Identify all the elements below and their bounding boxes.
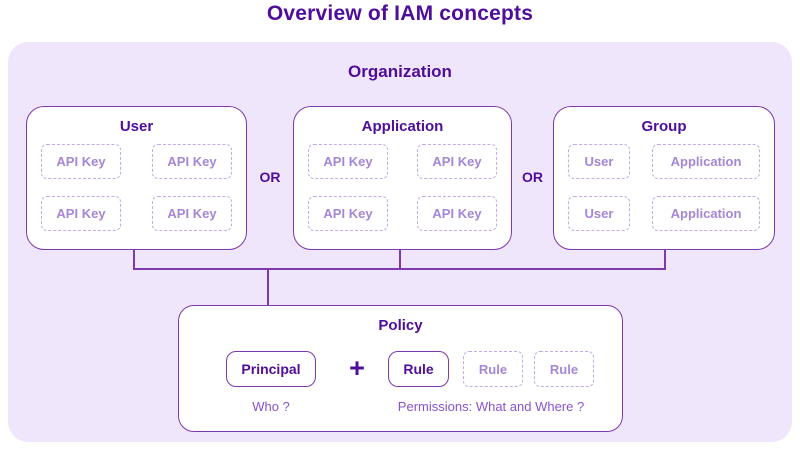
group-user-chip: User [568, 144, 630, 179]
principal-chip: Principal [226, 351, 316, 387]
connector-horizontal-bus [133, 268, 666, 270]
group-application-chip: Application [652, 144, 760, 179]
connector-application-drop [399, 249, 401, 269]
group-application-chip: Application [652, 196, 760, 231]
group-chip-row: User Application [568, 144, 760, 179]
api-key-chip: API Key [417, 144, 497, 179]
application-chip-row: API Key API Key [308, 196, 497, 231]
api-key-chip: API Key [41, 196, 121, 231]
application-box: Application API Key API Key API Key API … [293, 106, 512, 250]
organization-label: Organization [348, 62, 452, 81]
policy-box: Policy Principal + Rule Rule Rule Who ? … [178, 305, 623, 432]
user-box-title: User [119, 118, 154, 135]
page-title: Overview of IAM concepts [266, 2, 534, 25]
or-label: OR [522, 169, 543, 185]
connector-group-drop [664, 249, 666, 269]
api-key-chip: API Key [152, 196, 232, 231]
rule-chip: Rule [388, 351, 449, 387]
rule-dashed-chip: Rule [534, 351, 594, 387]
plus-icon: + [349, 353, 365, 383]
api-key-chip: API Key [41, 144, 121, 179]
group-chip-row: User Application [568, 196, 760, 231]
connector-user-drop [133, 249, 135, 269]
api-key-chip: API Key [152, 144, 232, 179]
application-chip-row: API Key API Key [308, 144, 497, 179]
user-chip-row: API Key API Key [41, 196, 232, 231]
group-user-chip: User [568, 196, 630, 231]
api-key-chip: API Key [308, 196, 388, 231]
user-box: User API Key API Key API Key API Key [26, 106, 247, 250]
api-key-chip: API Key [308, 144, 388, 179]
group-box: Group User Application User Application [553, 106, 775, 250]
user-chip-row: API Key API Key [41, 144, 232, 179]
api-key-chip: API Key [417, 196, 497, 231]
who-caption: Who ? [252, 399, 290, 414]
permissions-caption: Permissions: What and Where ? [397, 399, 585, 414]
rule-dashed-chip: Rule [463, 351, 523, 387]
group-box-title: Group [641, 118, 687, 135]
policy-box-title: Policy [378, 317, 423, 334]
or-label: OR [259, 169, 281, 185]
application-box-title: Application [361, 118, 444, 135]
